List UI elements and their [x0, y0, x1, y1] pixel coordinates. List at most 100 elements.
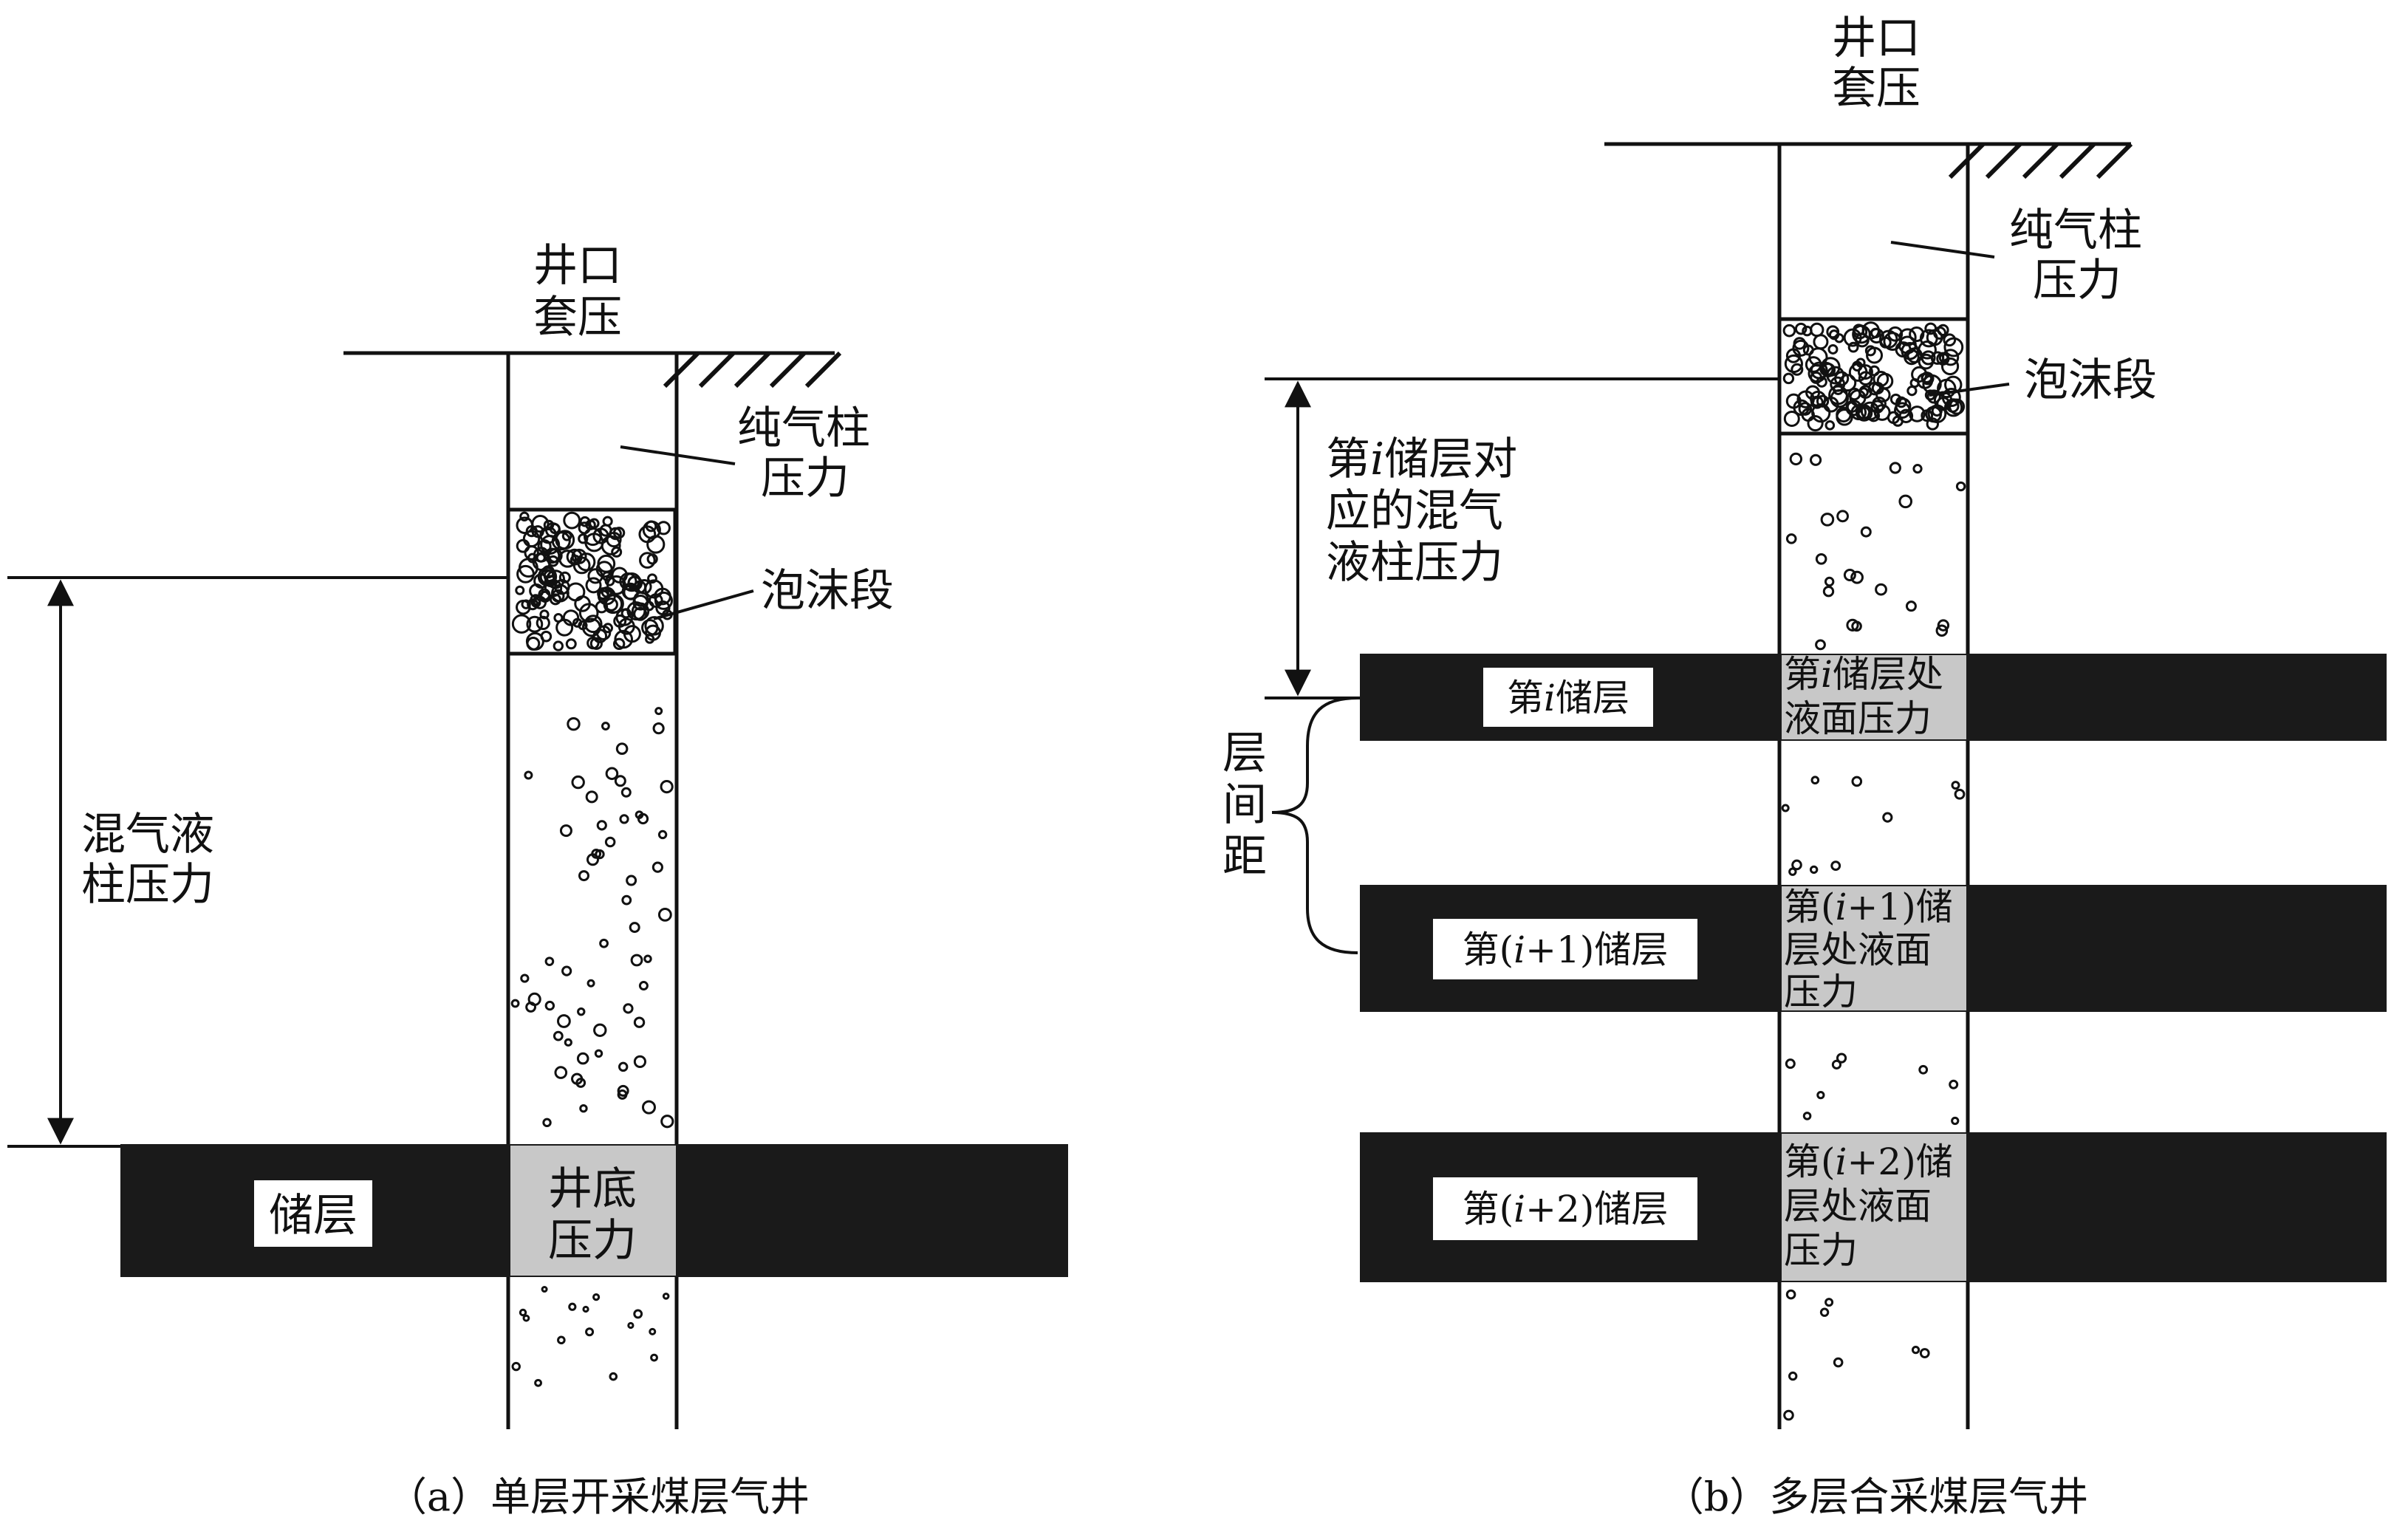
- foam-bubble: [525, 525, 538, 538]
- foam-bubble: [1807, 414, 1824, 432]
- single-layer-well: 储层 井底 压力 井口 套压 纯气柱 压力 泡沫段 混气液 柱压力 （a）单层开…: [7, 240, 1068, 1520]
- reservoir-i-pressure-line2: 液面压力: [1784, 697, 1932, 740]
- liquid-bubble: [557, 1335, 566, 1345]
- foam-bubble: [1869, 365, 1880, 377]
- right-mixed-label-line1-pre: 第: [1326, 434, 1370, 485]
- foam-bubble: [1909, 405, 1926, 422]
- foam-bubble: [553, 640, 564, 651]
- foam-bubble: [645, 634, 655, 644]
- liquid-bubble: [660, 779, 674, 794]
- liquid-bubble: [1937, 619, 1950, 632]
- liquid-bubble: [1843, 569, 1856, 582]
- foam-bubble: [1927, 404, 1947, 424]
- foam-bubble: [565, 638, 577, 650]
- reservoir-i1-pressure-line2: 层处液面: [1784, 928, 1932, 971]
- foam-bubble: [627, 575, 643, 591]
- liquid-bubble: [1809, 454, 1822, 466]
- right-ground-hatch: [1948, 142, 2133, 179]
- reservoir-i2-pressure-cell: [1782, 1134, 1966, 1281]
- reservoir-i-pressure-line1-var: i: [1821, 653, 1833, 696]
- foam-bubble: [1922, 374, 1942, 394]
- liquid-bubble: [615, 742, 629, 756]
- foam-bubble: [1921, 350, 1936, 366]
- foam-bubble: [1849, 389, 1867, 407]
- left-caption: （a）单层开采煤层气井: [387, 1474, 810, 1520]
- liquid-bubble: [633, 1309, 643, 1319]
- liquid-bubble: [649, 1327, 657, 1335]
- reservoir-i1-pressure-line1-post: +1)储: [1847, 886, 1953, 928]
- liquid-bubble: [522, 1314, 530, 1322]
- liquid-bubble: [651, 861, 663, 873]
- liquid-bubble: [630, 954, 643, 967]
- reservoir-i2-pressure-line1-var: i: [1836, 1140, 1847, 1183]
- liquid-bubble: [1911, 1346, 1921, 1355]
- reservoir-i2-label-pre: 第(: [1463, 1188, 1514, 1231]
- liquid-bubble: [596, 820, 607, 831]
- liquid-bubble: [1785, 533, 1797, 544]
- foam-bubble: [595, 600, 609, 614]
- reservoir-i1-pressure-line1: 第(i+1)储: [1784, 886, 1953, 928]
- foam-bubble: [1826, 325, 1840, 339]
- liquid-bubble: [633, 1055, 647, 1068]
- foam-bubble: [603, 623, 614, 634]
- liquid-bubble: [641, 1100, 656, 1115]
- liquid-bubble: [638, 981, 649, 991]
- foam-bubble: [611, 546, 623, 558]
- reservoir-i1-pressure-line1-pre: 第(: [1784, 886, 1836, 928]
- liquid-bubble: [554, 1066, 568, 1079]
- liquid-bubble: [575, 1078, 586, 1088]
- foam-bubble: [532, 552, 552, 572]
- foam-bubble: [1810, 390, 1827, 408]
- reservoir-i2-pressure-line2: 层处液面: [1784, 1185, 1932, 1228]
- liquid-bubble: [1788, 867, 1797, 876]
- liquid-bubble: [1831, 1059, 1842, 1070]
- reservoir-i1-pressure-line3: 压力: [1784, 971, 1858, 1013]
- liquid-bubble: [662, 1293, 670, 1300]
- foam-bubble: [533, 573, 549, 589]
- foam-bubble: [562, 609, 580, 626]
- foam-bubble: [654, 591, 673, 610]
- liquid-bubble: [1820, 513, 1835, 527]
- liquid-bubble: [1836, 1053, 1847, 1064]
- foam-bubble: [1839, 374, 1857, 392]
- interlayer-spacing-label-line1: 层: [1222, 728, 1267, 779]
- foam-bubble: [1921, 409, 1934, 422]
- foam-bubble: [1889, 393, 1902, 405]
- foam-bubble: [1808, 347, 1828, 367]
- reservoir-i1-label-pre: 第(: [1463, 928, 1514, 971]
- foam-bubble: [1836, 408, 1853, 426]
- foam-bubble: [1798, 402, 1813, 416]
- foam-bubble: [1802, 344, 1814, 356]
- foam-bubble: [598, 589, 609, 601]
- liquid-bubble: [617, 1084, 629, 1097]
- right-gas-leader: [1890, 241, 1995, 259]
- reservoir-i2-label-box: [1433, 1177, 1697, 1240]
- foam-bubble: [578, 603, 599, 623]
- foam-bubble: [656, 521, 671, 535]
- liquid-bubble: [1882, 812, 1893, 823]
- liquid-bubble: [1951, 1116, 1960, 1126]
- foam-bubble: [551, 531, 571, 551]
- hatch-stroke: [1985, 142, 2022, 179]
- liquid-bubble: [1824, 1298, 1834, 1307]
- foam-bubble: [1943, 337, 1964, 357]
- interlayer-spacing-label-line3: 距: [1222, 831, 1267, 883]
- liquid-bubble: [559, 824, 572, 838]
- hatch-stroke: [663, 351, 700, 389]
- liquid-bubble: [601, 722, 610, 730]
- foam-bubble: [1941, 388, 1961, 408]
- reservoir-i2-label: 第(i+2)储层: [1463, 1188, 1669, 1231]
- foam-bubble: [549, 523, 561, 535]
- liquid-bubble: [626, 875, 637, 886]
- liquid-bubble: [1836, 510, 1849, 523]
- liquid-bubble: [544, 956, 555, 966]
- liquid-bubble: [1785, 1289, 1796, 1300]
- liquid-bubble: [510, 999, 520, 1008]
- foam-bubble: [1901, 342, 1919, 360]
- liquid-bubble: [585, 790, 598, 804]
- reservoir-i1-label-var: i: [1514, 928, 1525, 971]
- liquid-bubble: [657, 907, 672, 922]
- liquid-bubble: [621, 894, 632, 906]
- liquid-bubble: [627, 1321, 635, 1329]
- left-bottom-pressure-line2: 压力: [548, 1215, 637, 1267]
